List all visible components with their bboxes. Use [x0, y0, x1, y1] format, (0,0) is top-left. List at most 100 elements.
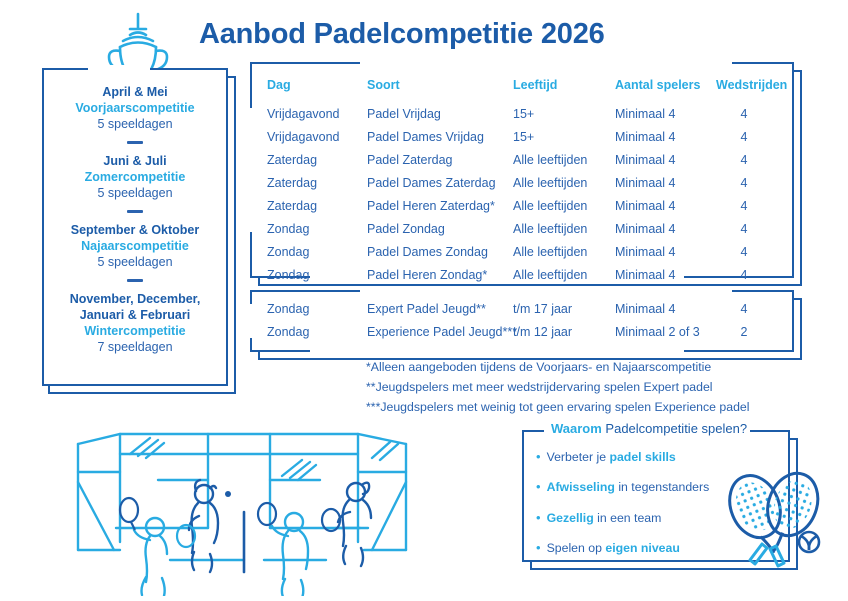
table-row: Zondag Expert Padel Jeugd** t/m 17 jaar … [250, 302, 794, 324]
table-row: Vrijdagavond Padel Vrijdag 15+ Minimaal … [250, 107, 794, 129]
column-header-soort: Soort [367, 78, 400, 92]
table-top-notch [360, 59, 732, 65]
item-pre: Verbeter je [546, 450, 610, 464]
cell-spelers: Minimaal 4 [615, 107, 676, 121]
season-days: 5 speeldagen [97, 117, 173, 131]
why-benefit-list: •Verbeter je padel skills •Afwisseling i… [536, 450, 780, 571]
season-panel-top-gap [88, 65, 150, 71]
cell-dag: Zondag [267, 222, 310, 236]
column-header-leeftijd: Leeftijd [513, 78, 558, 92]
column-header-spelers: Aantal spelers [615, 78, 701, 92]
season-name: Wintercompetitie [84, 324, 186, 338]
cell-dag: Zaterdag [267, 153, 318, 167]
cell-soort: Padel Zaterdag [367, 153, 453, 167]
season-item-zomer: Juni & Juli Zomercompetitie 5 speeldagen [85, 153, 186, 201]
cell-spelers: Minimaal 4 [615, 245, 676, 259]
cell-dag: Zondag [267, 302, 310, 316]
cell-soort: Padel Zondag [367, 222, 445, 236]
cell-wedstrijden: 4 [740, 268, 748, 282]
table-row: Zondag Padel Dames Zondag Alle leeftijde… [250, 245, 794, 267]
season-days: 5 speeldagen [97, 255, 173, 269]
padel-rackets-illustration [706, 466, 836, 576]
cell-dag: Zaterdag [267, 199, 318, 213]
cell-spelers: Minimaal 2 of 3 [615, 325, 700, 339]
item-post: in een team [593, 510, 662, 525]
cell-soort: Padel Dames Zondag [367, 245, 488, 259]
cell-spelers: Minimaal 4 [615, 130, 676, 144]
list-item: •Afwisseling in tegenstanders [536, 480, 780, 493]
youth-table-top-notch [360, 287, 732, 293]
season-divider [127, 279, 143, 282]
table-row: Zaterdag Padel Dames Zaterdag Alle leeft… [250, 176, 794, 198]
table-header-row: Dag Soort Leeftijd Aantal spelers Wedstr… [250, 78, 794, 100]
cell-wedstrijden: 4 [740, 245, 748, 259]
competition-table: Dag Soort Leeftijd Aantal spelers Wedstr… [247, 59, 802, 286]
table-row: Zondag Padel Heren Zondag* Alle leeftijd… [250, 268, 794, 290]
bullet-icon: • [536, 449, 541, 464]
cell-soort: Experience Padel Jeugd*** [367, 325, 518, 339]
youth-table-left-notch [247, 304, 253, 338]
cell-wedstrijden: 4 [740, 130, 748, 144]
youth-table-inner-frame [250, 290, 794, 352]
item-pre: Spelen op [546, 540, 606, 555]
cell-wedstrijden: 2 [740, 325, 748, 339]
cell-spelers: Minimaal 4 [615, 153, 676, 167]
cell-dag: Zaterdag [267, 176, 318, 190]
cell-wedstrijden: 4 [740, 302, 748, 316]
cell-spelers: Minimaal 4 [615, 302, 676, 316]
list-item: •Gezellig in een team [536, 511, 780, 524]
column-header-wedstrijden: Wedstrijden [716, 78, 788, 92]
cell-spelers: Minimaal 4 [615, 268, 676, 282]
column-header-dag: Dag [267, 78, 291, 92]
table-left-notch [247, 108, 253, 232]
padel-court-illustration [58, 432, 426, 600]
table-row: Zaterdag Padel Zaterdag Alle leeftijden … [250, 153, 794, 175]
season-list: April & Mei Voorjaarscompetitie 5 speeld… [42, 68, 228, 386]
cell-leeftijd: Alle leeftijden [513, 153, 588, 167]
cell-dag: Zondag [267, 245, 310, 259]
why-title-emphasis: Waarom [551, 421, 602, 436]
cell-spelers: Minimaal 4 [615, 199, 676, 213]
cell-leeftijd: 15+ [513, 130, 535, 144]
item-emphasis: eigen niveau [605, 540, 680, 555]
why-box-title: Waarom Padelcompetitie spelen? [548, 421, 751, 436]
cell-wedstrijden: 4 [740, 153, 748, 167]
season-item-najaar: September & Oktober Najaarscompetitie 5 … [71, 222, 200, 270]
item-emphasis: Afwisseling [546, 480, 615, 495]
cell-soort: Padel Dames Zaterdag [367, 176, 496, 190]
cell-spelers: Minimaal 4 [615, 222, 676, 236]
cell-soort: Padel Dames Vrijdag [367, 130, 484, 144]
cell-dag: Zondag [267, 325, 310, 339]
footnote-2: **Jeugdspelers met meer wedstrijdervarin… [366, 379, 713, 394]
season-months-line2: Januari & Februari [79, 308, 191, 322]
season-panel: April & Mei Voorjaarscompetitie 5 speeld… [42, 65, 236, 394]
season-name: Zomercompetitie [84, 170, 186, 184]
table-row: Zaterdag Padel Heren Zaterdag* Alle leef… [250, 199, 794, 221]
season-months: Juni & Juli [103, 154, 167, 168]
footnote-3: ***Jeugdspelers met weinig tot geen erva… [366, 399, 750, 414]
season-days: 7 speeldagen [97, 340, 173, 354]
cell-leeftijd: t/m 17 jaar [513, 302, 573, 316]
cell-dag: Vrijdagavond [267, 130, 340, 144]
bullet-icon: • [536, 539, 541, 555]
cell-leeftijd: Alle leeftijden [513, 199, 588, 213]
page-title: Aanbod Padelcompetitie 2026 [199, 18, 605, 50]
item-emphasis: padel skills [609, 450, 676, 464]
season-name: Najaarscompetitie [81, 239, 189, 253]
cell-wedstrijden: 4 [740, 222, 748, 236]
season-months: September & Oktober [70, 223, 200, 237]
cell-dag: Vrijdagavond [267, 107, 340, 121]
why-title-rest: Padelcompetitie spelen? [601, 421, 748, 436]
table-row: Zondag Padel Zondag Alle leeftijden Mini… [250, 222, 794, 244]
footnote-1: *Alleen aangeboden tijdens de Voorjaars-… [366, 360, 712, 374]
season-months: April & Mei [102, 85, 168, 99]
season-divider [127, 141, 143, 144]
table-bottom-notch [310, 275, 684, 281]
cell-leeftijd: t/m 12 jaar [513, 325, 573, 339]
cell-wedstrijden: 4 [740, 199, 748, 213]
cell-spelers: Minimaal 4 [615, 176, 676, 190]
list-item: • Verbeter je padel skills [536, 450, 780, 463]
cell-soort: Padel Vrijdag [367, 107, 441, 121]
table-row: Zondag Experience Padel Jeugd*** t/m 12 … [250, 325, 794, 347]
